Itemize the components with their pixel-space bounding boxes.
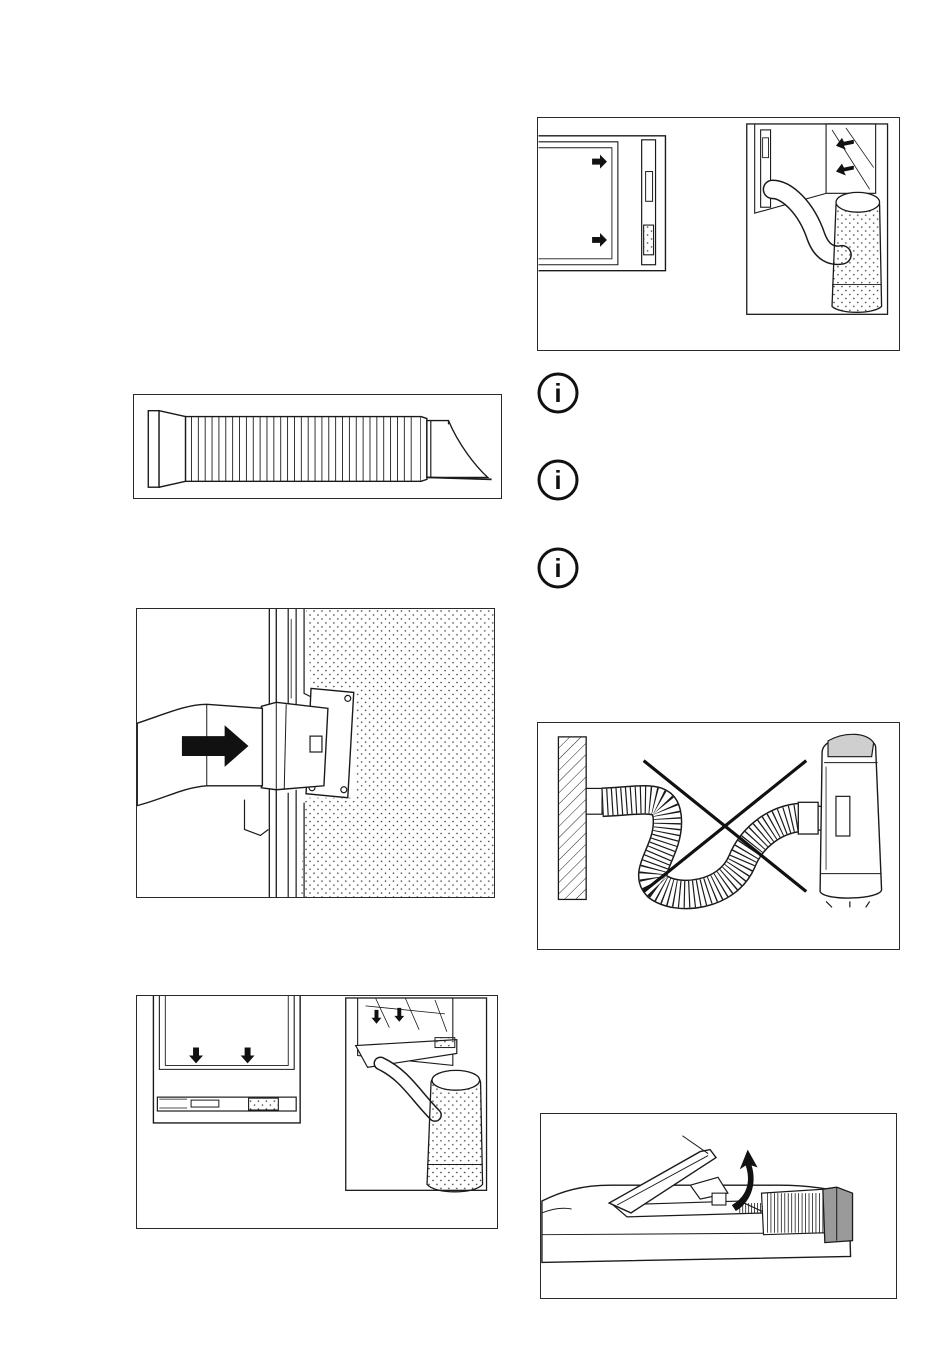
figure-lid-opening <box>540 1113 897 1299</box>
info-icon: i <box>536 546 580 590</box>
hose-adapter-drawing <box>137 609 494 897</box>
window-vertical-drawing <box>538 118 899 350</box>
arrow-right-icon <box>592 233 607 247</box>
arrow-right-icon <box>592 155 607 169</box>
info-note-3: i <box>536 546 580 590</box>
figure-window-horizontal <box>136 995 498 1229</box>
info-note-1: i <box>536 371 580 415</box>
lid-opening-drawing <box>541 1114 896 1298</box>
figure-window-vertical <box>537 117 900 351</box>
arrow-down-icon <box>241 1048 255 1064</box>
window-horizontal-drawing <box>137 996 497 1228</box>
arrow-down-icon <box>189 1048 203 1064</box>
info-symbol: i <box>554 465 561 495</box>
info-symbol: i <box>554 378 561 408</box>
wrong-routing-drawing <box>538 723 899 949</box>
figure-wrong-hose-routing <box>537 722 900 950</box>
info-symbol: i <box>554 553 561 583</box>
figure-hose-into-adapter <box>136 608 495 898</box>
info-note-2: i <box>536 458 580 502</box>
figure-exhaust-hose <box>133 394 502 499</box>
info-icon: i <box>536 371 580 415</box>
info-icon: i <box>536 458 580 502</box>
exhaust-hose-drawing <box>134 395 501 498</box>
